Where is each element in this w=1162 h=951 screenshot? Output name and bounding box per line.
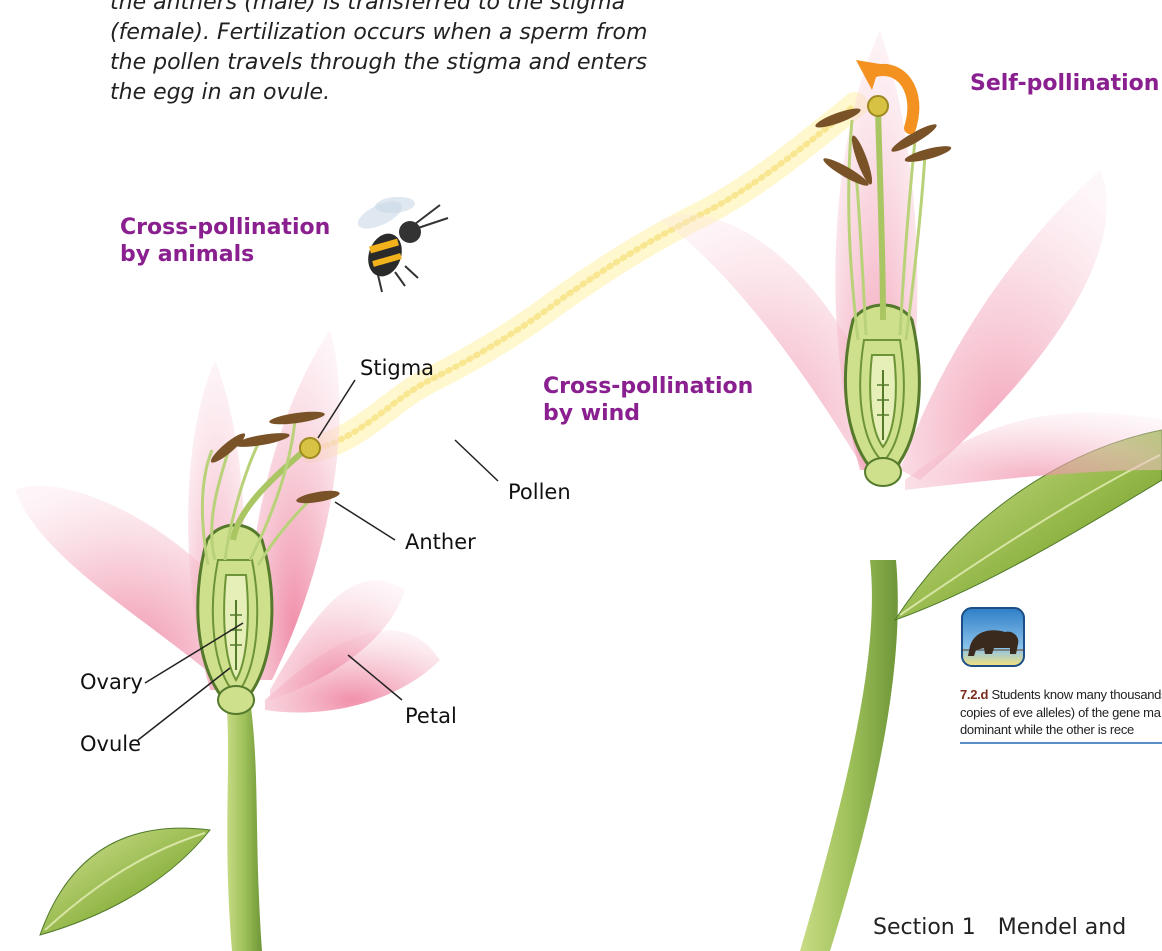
label-ovary: Ovary — [80, 670, 143, 694]
label-pollen: Pollen — [508, 480, 571, 504]
bee-icon — [354, 195, 448, 292]
standard-body: Students know many thousands of dif have… — [960, 687, 1162, 737]
standard-callout: 7.2.d Students know many thousands of di… — [960, 606, 1162, 744]
page-footer: Section 1 Mendel and — [873, 915, 1126, 940]
label-anther: Anther — [405, 530, 476, 554]
label-petal: Petal — [405, 704, 457, 728]
footer-section: Section 1 — [873, 915, 976, 940]
label-ovule: Ovule — [80, 732, 141, 756]
heading-cross-animals: Cross-pollination by animals — [120, 214, 330, 268]
label-stigma: Stigma — [360, 356, 434, 380]
intro-paragraph: the anthers (male) is transferred to the… — [110, 0, 670, 108]
right-flower — [660, 30, 1162, 951]
footer-title: Mendel and — [998, 915, 1126, 940]
standard-code: 7.2.d — [960, 687, 988, 702]
heading-self: Self-pollination — [970, 70, 1159, 97]
standard-text: 7.2.d Students know many thousands of di… — [960, 686, 1162, 739]
heading-cross-wind: Cross-pollination by wind — [543, 373, 753, 427]
